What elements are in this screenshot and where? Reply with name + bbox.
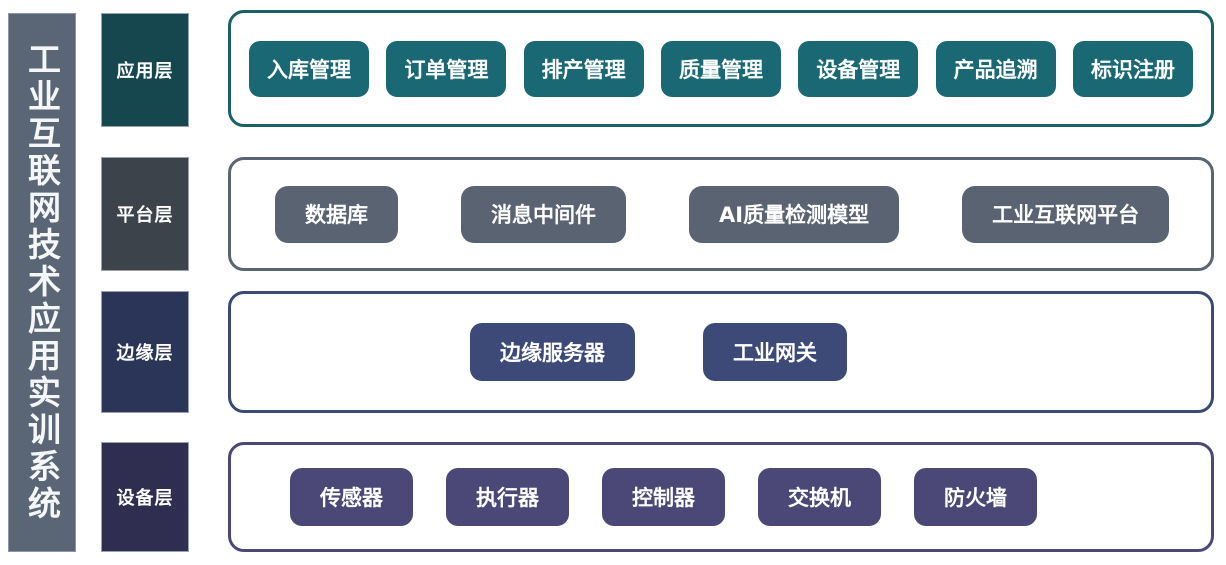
node-app-3[interactable]: 质量管理 bbox=[660, 40, 781, 97]
layer-panel-platform: 数据库 消息中间件 AI质量检测模型 工业互联网平台 bbox=[228, 157, 1214, 271]
node-app-0[interactable]: 入库管理 bbox=[249, 40, 369, 97]
layer-label-platform[interactable]: 平台层 bbox=[101, 157, 189, 271]
node-device-2[interactable]: 控制器 bbox=[602, 468, 725, 526]
node-platform-1[interactable]: 消息中间件 bbox=[461, 185, 626, 243]
node-app-5[interactable]: 产品追溯 bbox=[935, 40, 1056, 97]
layer-label-edge[interactable]: 边缘层 bbox=[101, 291, 189, 413]
node-edge-0[interactable]: 边缘服务器 bbox=[470, 323, 635, 381]
node-device-0[interactable]: 传感器 bbox=[290, 468, 413, 526]
layer-panel-device: 传感器 执行器 控制器 交换机 防火墙 bbox=[228, 442, 1214, 552]
node-row-edge: 边缘服务器 工业网关 bbox=[231, 323, 1211, 381]
node-platform-2[interactable]: AI质量检测模型 bbox=[689, 185, 900, 243]
layer-panel-edge: 边缘服务器 工业网关 bbox=[228, 291, 1214, 413]
node-platform-0[interactable]: 数据库 bbox=[275, 185, 398, 243]
node-edge-1[interactable]: 工业网关 bbox=[703, 323, 847, 381]
node-platform-3[interactable]: 工业互联网平台 bbox=[962, 185, 1170, 243]
node-app-6[interactable]: 标识注册 bbox=[1072, 40, 1193, 97]
node-app-1[interactable]: 订单管理 bbox=[386, 40, 507, 97]
node-device-4[interactable]: 防火墙 bbox=[914, 468, 1037, 526]
node-device-3[interactable]: 交换机 bbox=[758, 468, 881, 526]
node-row-device: 传感器 执行器 控制器 交换机 防火墙 bbox=[231, 468, 1211, 526]
layer-panel-app: 入库管理 订单管理 排产管理 质量管理 设备管理 产品追溯 标识注册 bbox=[228, 10, 1214, 127]
layer-label-device[interactable]: 设备层 bbox=[101, 442, 189, 552]
node-app-2[interactable]: 排产管理 bbox=[523, 40, 644, 97]
node-device-1[interactable]: 执行器 bbox=[446, 468, 569, 526]
system-title-text: 工业互联网技术应用实训系统 bbox=[22, 42, 62, 523]
system-title-bar: 工业互联网技术应用实训系统 bbox=[8, 13, 76, 552]
layer-label-app[interactable]: 应用层 bbox=[101, 13, 189, 127]
node-row-platform: 数据库 消息中间件 AI质量检测模型 工业互联网平台 bbox=[231, 185, 1211, 243]
node-app-4[interactable]: 设备管理 bbox=[798, 40, 919, 97]
node-row-app: 入库管理 订单管理 排产管理 质量管理 设备管理 产品追溯 标识注册 bbox=[231, 40, 1211, 97]
